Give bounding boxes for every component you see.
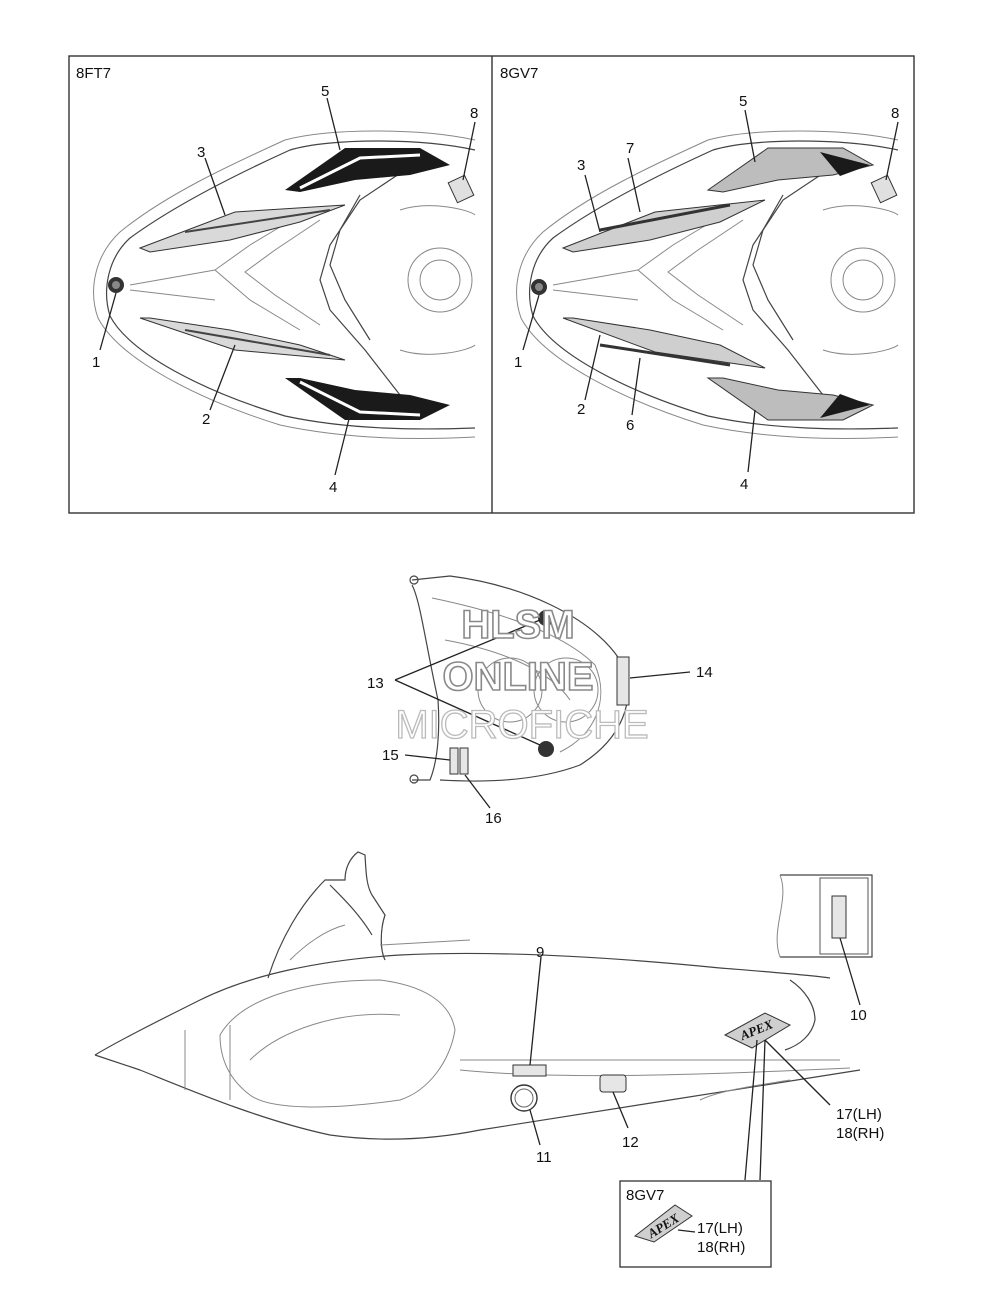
watermark-line-1: HLSM — [461, 603, 574, 647]
decal-10 — [831, 895, 847, 939]
callout-15: 15 — [382, 747, 399, 764]
decal-5-left — [285, 148, 450, 192]
inset-8gv7: APEX — [619, 1180, 772, 1268]
callout-left-5: 5 — [321, 83, 329, 100]
callout-left-2: 2 — [202, 411, 210, 428]
decal-16 — [459, 747, 469, 775]
panel-title-8gv7: 8GV7 — [500, 65, 538, 82]
callout-18rh: 18(RH) — [836, 1125, 884, 1142]
panel-title-8ft7: 8FT7 — [76, 65, 111, 82]
watermark-line-2: ONLINE — [442, 655, 593, 699]
callout-left-3: 3 — [197, 144, 205, 161]
decal-15 — [449, 747, 459, 775]
hood-drawing-8gv7 — [516, 109, 899, 473]
apex-logo-inset — [633, 1204, 693, 1243]
callout-9: 9 — [536, 944, 544, 961]
top-panel-frame — [68, 55, 915, 514]
decal-9 — [512, 1064, 547, 1077]
inset-label-18rh: 18(RH) — [697, 1239, 745, 1256]
side-view-drawing: APEX — [94, 851, 861, 1181]
callout-right-2: 2 — [577, 401, 585, 418]
callout-left-1: 1 — [92, 354, 100, 371]
inset-label-17lh: 17(LH) — [697, 1220, 743, 1237]
hood-drawing-8ft7 — [93, 97, 476, 476]
decal-8-right — [870, 174, 898, 204]
inset-title: 8GV7 — [626, 1187, 664, 1204]
callout-right-5: 5 — [739, 93, 747, 110]
callout-14: 14 — [696, 664, 713, 681]
callout-13: 13 — [367, 675, 384, 692]
decal-8-left — [447, 174, 475, 204]
callout-10: 10 — [850, 1007, 867, 1024]
callout-12: 12 — [622, 1134, 639, 1151]
decal-3-left — [138, 204, 346, 253]
decal-14 — [616, 656, 630, 706]
rear-view-drawing — [394, 575, 691, 809]
callout-right-7: 7 — [626, 140, 634, 157]
callout-16: 16 — [485, 810, 502, 827]
watermark-line-3: MICROFICHE — [395, 703, 648, 747]
detail-10-drawing — [776, 874, 873, 1006]
decal-3-right — [561, 199, 766, 253]
callout-right-6: 6 — [626, 417, 634, 434]
decal-4-left — [285, 378, 450, 420]
callout-11: 11 — [536, 1149, 552, 1166]
decal-11 — [510, 1084, 538, 1112]
callout-left-4: 4 — [329, 479, 337, 496]
decal-6-right — [599, 343, 731, 367]
callout-right-3: 3 — [577, 157, 585, 174]
decal-12 — [599, 1074, 627, 1093]
callout-left-8: 8 — [470, 105, 478, 122]
callout-right-1: 1 — [514, 354, 522, 371]
callout-right-4: 4 — [740, 476, 748, 493]
callout-17lh: 17(LH) — [836, 1106, 882, 1123]
callout-right-8: 8 — [891, 105, 899, 122]
decal-7-right — [599, 203, 731, 232]
apex-logo-side — [723, 1012, 792, 1049]
